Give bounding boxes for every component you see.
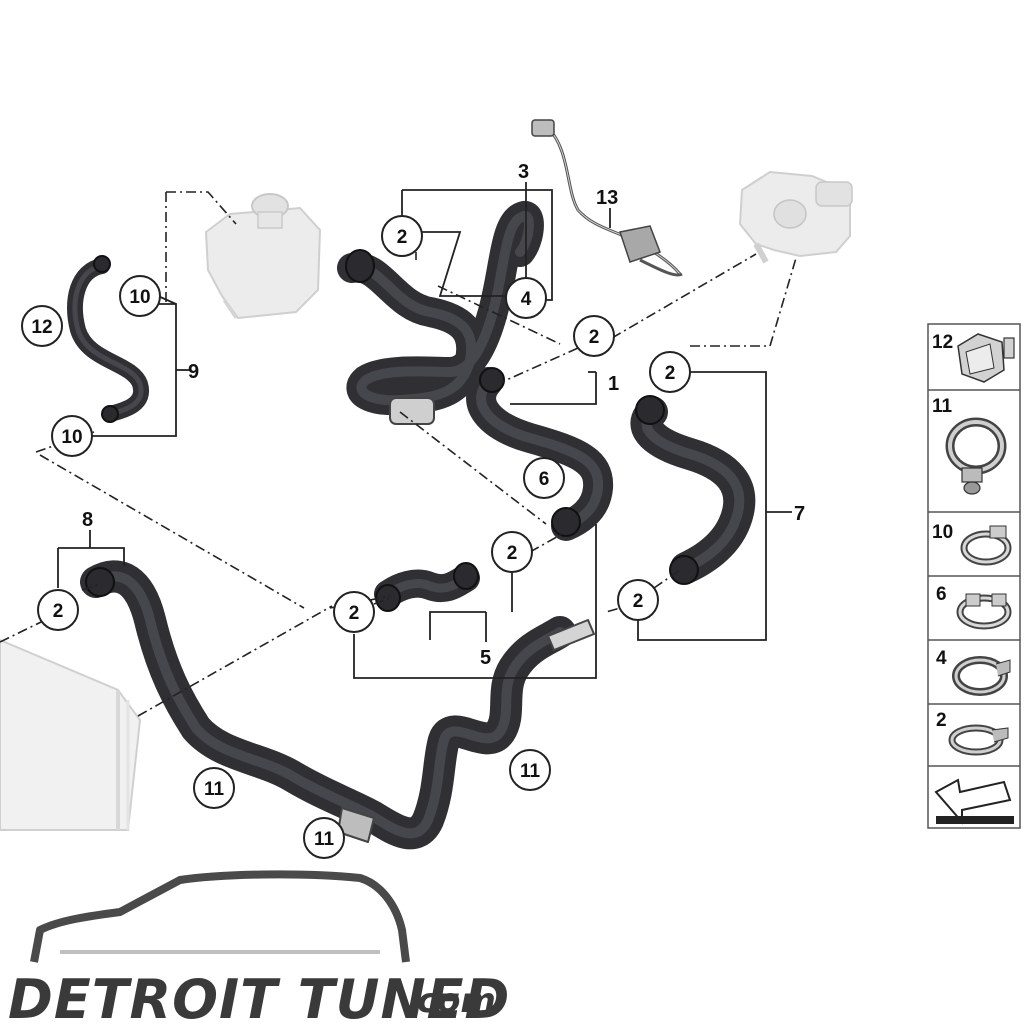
part-labels: 1 3 5 7 8 9 13 bbox=[82, 161, 805, 669]
svg-text:11: 11 bbox=[932, 396, 953, 417]
svg-text:2: 2 bbox=[665, 363, 676, 384]
label-9: 9 bbox=[188, 361, 199, 383]
svg-text:12: 12 bbox=[31, 317, 52, 338]
car-silhouette-icon bbox=[30, 870, 410, 963]
svg-text:6: 6 bbox=[539, 469, 550, 490]
hose-clamp-with-screw-icon bbox=[945, 417, 1007, 495]
legend-item-12: 12 bbox=[932, 332, 1015, 383]
legend-item-6: 6 bbox=[936, 584, 1012, 630]
svg-text:4: 4 bbox=[936, 648, 947, 669]
svg-text:2: 2 bbox=[633, 591, 644, 612]
label-8: 8 bbox=[82, 509, 93, 531]
callout-2-hose-7-bottom: 2 bbox=[617, 579, 659, 621]
callout-10-top: 10 bbox=[119, 275, 161, 317]
callout-2-upper-right: 2 bbox=[573, 315, 615, 357]
hose-6 bbox=[466, 367, 614, 541]
svg-text:2: 2 bbox=[507, 543, 518, 564]
leader-lines bbox=[57, 182, 792, 679]
hose-8 bbox=[80, 560, 595, 850]
callouts: 2 2 2 2 2 2 2 4 bbox=[21, 215, 691, 859]
svg-text:2: 2 bbox=[589, 327, 600, 348]
label-3: 3 bbox=[518, 161, 529, 183]
hose-9 bbox=[67, 258, 149, 422]
svg-text:4: 4 bbox=[521, 289, 532, 310]
hose-group bbox=[67, 201, 756, 850]
label-7: 7 bbox=[794, 503, 805, 525]
svg-text:2: 2 bbox=[397, 227, 408, 248]
svg-text:2: 2 bbox=[936, 710, 947, 731]
legend-item-11: 11 bbox=[932, 396, 1007, 495]
expansion-tank bbox=[204, 193, 322, 320]
hose-clamp-icon bbox=[952, 656, 1011, 696]
callout-2-center: 2 bbox=[491, 531, 533, 573]
svg-text:11: 11 bbox=[204, 779, 225, 800]
brand-name: DETROIT TUNED bbox=[8, 968, 510, 1024]
detroit-tuned-logo: DETROIT TUNED .com bbox=[8, 870, 510, 1024]
legend-item-10: 10 bbox=[932, 522, 1012, 566]
spring-clamp-icon bbox=[956, 593, 1012, 630]
legend-item-4: 4 bbox=[936, 648, 1011, 696]
fastener-legend: 12 11 10 6 bbox=[927, 323, 1021, 829]
callout-6: 6 bbox=[523, 457, 565, 499]
svg-text:12: 12 bbox=[932, 332, 953, 353]
svg-text:2: 2 bbox=[53, 601, 64, 622]
hose-7 bbox=[630, 396, 756, 584]
label-5: 5 bbox=[480, 647, 491, 669]
callout-11-bottom: 11 bbox=[303, 817, 345, 859]
svg-text:11: 11 bbox=[520, 761, 541, 782]
callout-12: 12 bbox=[21, 305, 63, 347]
callout-11-right: 11 bbox=[509, 749, 551, 791]
legend-item-2: 2 bbox=[936, 710, 1009, 756]
radiator bbox=[0, 638, 142, 831]
label-1: 1 bbox=[608, 373, 619, 395]
callout-2-hose-5: 2 bbox=[333, 591, 375, 633]
spring-clamp-icon bbox=[960, 525, 1012, 566]
svg-text:11: 11 bbox=[314, 829, 335, 850]
sensor-wire-harness bbox=[531, 119, 683, 277]
svg-text:10: 10 bbox=[932, 522, 953, 543]
callout-2-hose-7-top: 2 bbox=[649, 351, 691, 393]
brand-suffix: .com bbox=[404, 981, 496, 1021]
thermostat-housing bbox=[738, 170, 853, 264]
callout-10-bottom: 10 bbox=[51, 415, 93, 457]
svg-text:2: 2 bbox=[349, 603, 360, 624]
svg-text:10: 10 bbox=[129, 287, 150, 308]
hose-clamp-icon bbox=[948, 724, 1009, 756]
hose-3 bbox=[337, 201, 544, 425]
svg-text:6: 6 bbox=[936, 584, 947, 605]
clip-icon bbox=[957, 333, 1015, 383]
callout-4: 4 bbox=[505, 277, 547, 319]
arrow-icon bbox=[934, 778, 1014, 825]
dashed-leaders bbox=[0, 191, 797, 717]
callout-2-top: 2 bbox=[381, 215, 423, 257]
label-13: 13 bbox=[596, 187, 618, 209]
callout-2-hose-8: 2 bbox=[37, 589, 79, 631]
svg-text:10: 10 bbox=[61, 427, 82, 448]
callout-11-left: 11 bbox=[193, 767, 235, 809]
